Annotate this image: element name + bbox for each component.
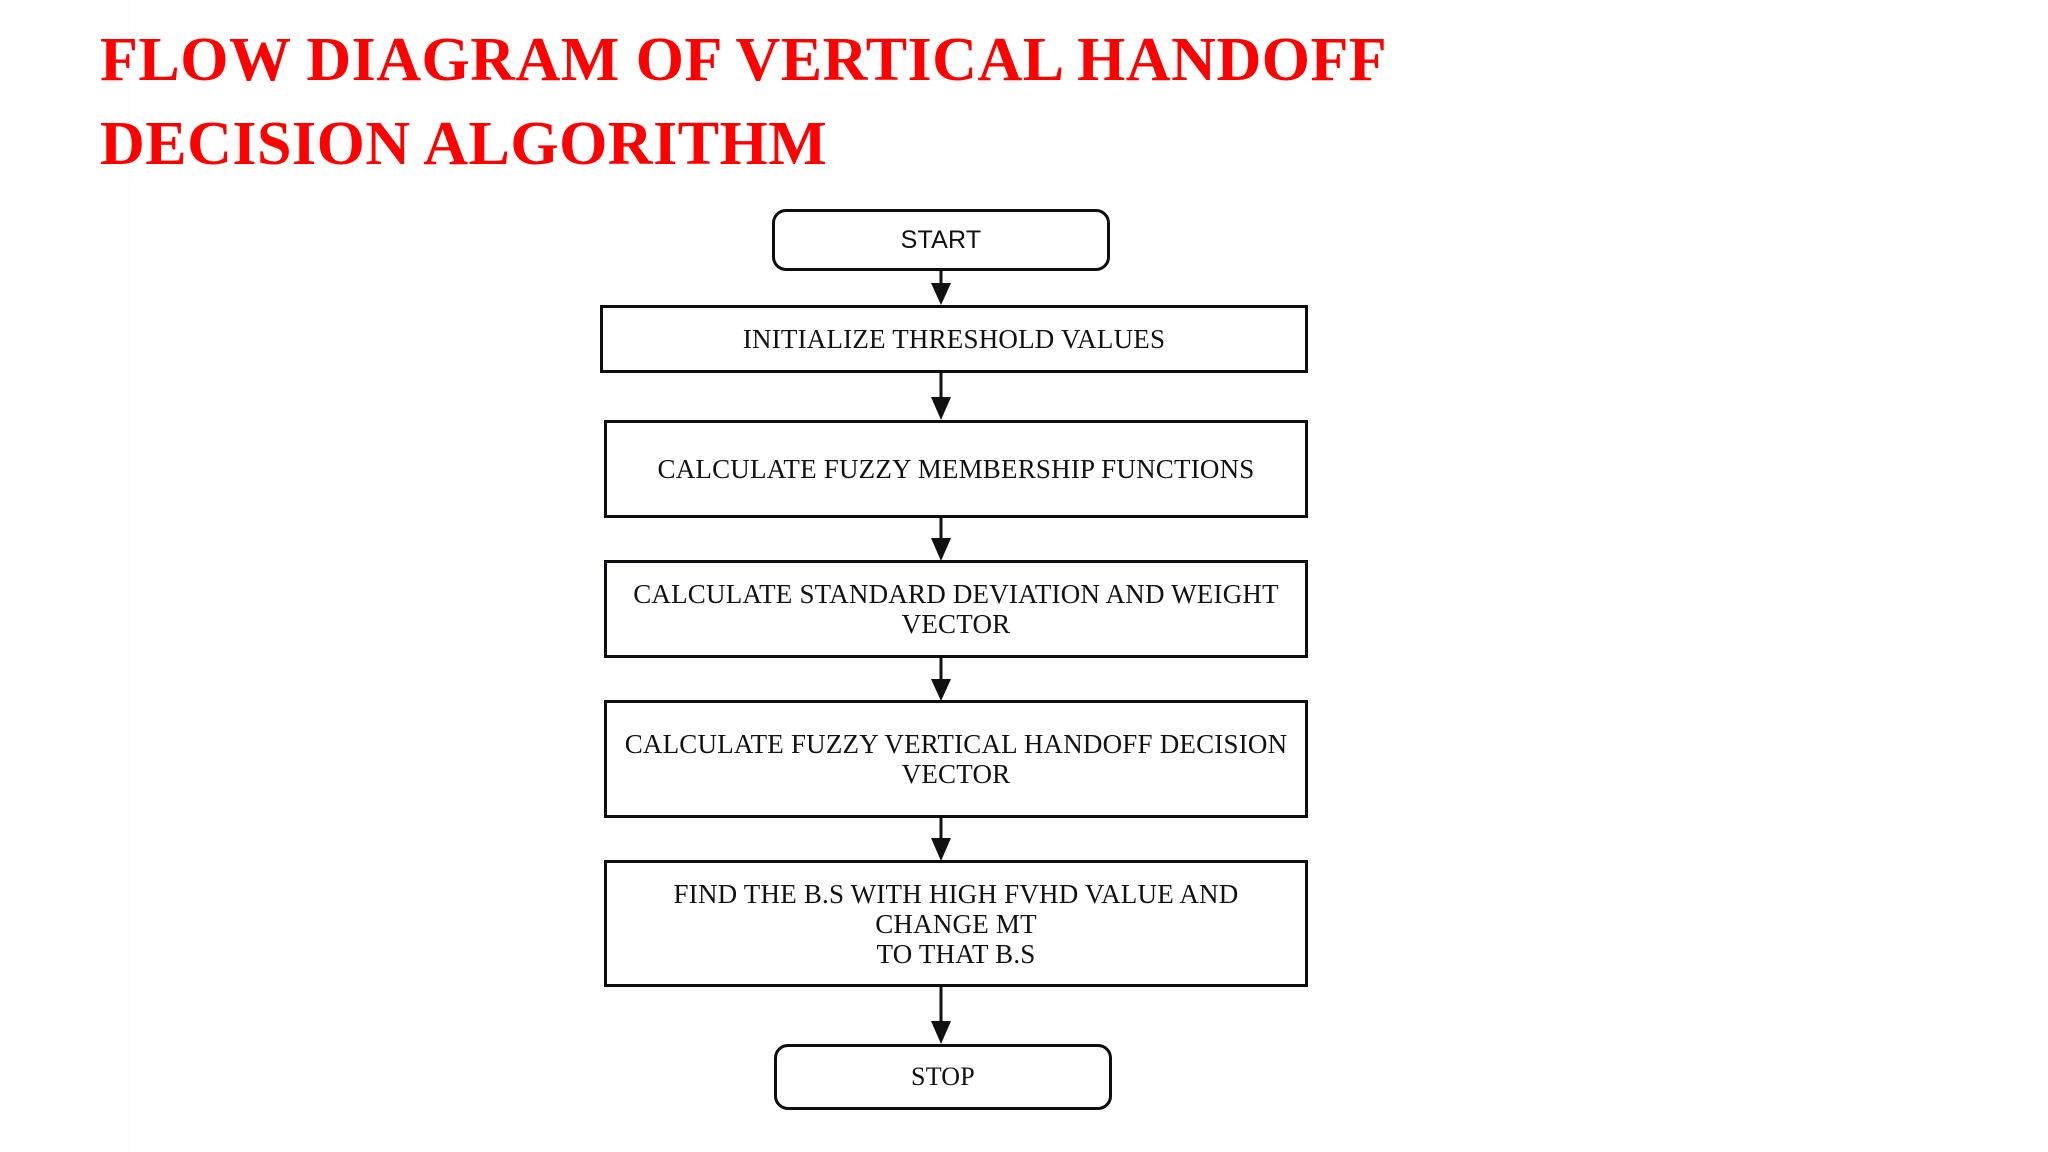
- flow-node-fvhd-vector-label: CALCULATE FUZZY VERTICAL HANDOFF DECISIO…: [624, 729, 1288, 789]
- page-title: FLOW DIAGRAM OF VERTICAL HANDOFF DECISIO…: [100, 26, 1388, 178]
- edge-init-fuzzymem: [931, 373, 951, 420]
- flow-node-std-weight-label: CALCULATE STANDARD DEVIATION AND WEIGHT …: [633, 579, 1279, 639]
- flow-node-find-bs-label: FIND THE B.S WITH HIGH FVHD VALUE AND CH…: [673, 878, 1239, 969]
- flow-node-start[interactable]: START: [772, 209, 1110, 271]
- flow-node-start-label: START: [900, 226, 982, 254]
- left-margin-guide: [128, 0, 129, 1152]
- flow-node-fuzzy-membership[interactable]: CALCULATE FUZZY MEMBERSHIP FUNCTIONS: [604, 420, 1308, 518]
- edge-findbs-stop: [931, 987, 951, 1044]
- flow-node-stop-label: STOP: [911, 1062, 975, 1091]
- flow-node-fuzzy-membership-label: CALCULATE FUZZY MEMBERSHIP FUNCTIONS: [657, 454, 1255, 484]
- flow-node-init-label: INITIALIZE THRESHOLD VALUES: [742, 324, 1166, 354]
- edge-fuzzymem-stdweight: [931, 518, 951, 561]
- flow-node-fvhd-vector[interactable]: CALCULATE FUZZY VERTICAL HANDOFF DECISIO…: [604, 700, 1308, 818]
- edge-fvhd-findbs: [931, 818, 951, 861]
- flow-node-init[interactable]: INITIALIZE THRESHOLD VALUES: [600, 305, 1308, 373]
- edge-start-init: [931, 270, 951, 305]
- flow-node-std-weight[interactable]: CALCULATE STANDARD DEVIATION AND WEIGHT …: [604, 560, 1308, 658]
- flow-node-find-bs[interactable]: FIND THE B.S WITH HIGH FVHD VALUE AND CH…: [604, 860, 1308, 987]
- edge-stdweight-fvhd: [931, 658, 951, 701]
- flow-node-stop[interactable]: STOP: [774, 1044, 1112, 1110]
